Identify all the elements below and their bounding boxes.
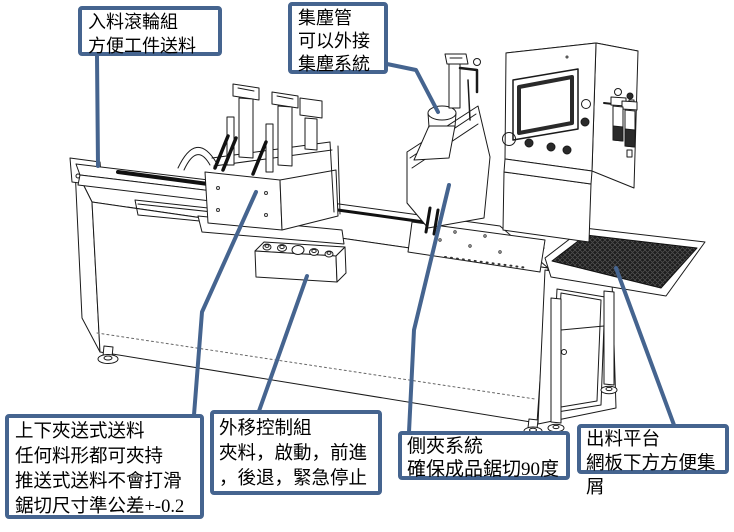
dust-pipe-art [444,53,481,121]
callout-outfeed-platform: 出料平台 網板下方方便集屑 [577,424,729,498]
dust-funnel [413,105,457,161]
callout-clamp-feed: 上下夾送式送料 任何料形都可夾持 推送式送料不會打滑 鋸切尺寸準公差+-0.2 [5,414,204,519]
callout-text-line: 集塵管 [298,8,352,28]
callout-text-line: 確保成品鋸切90度 [407,459,560,480]
callout-text-line: 鋸切尺寸準公差+-0.2 [15,497,185,517]
callout-text-line: 側夾系統 [407,436,484,457]
callout-side-clamp: 側夾系統 確保成品鋸切90度 [398,431,570,480]
leader-outfeed [614,266,676,427]
callout-infeed-rollers: 入料滾輪組 方便工件送料 [78,6,222,56]
callout-dust-pipe: 集塵管 可以外接 集塵系統 [288,2,388,74]
callout-text-line: 任何料形都可夾持 [15,447,164,467]
leader-clamp [192,190,258,417]
hose-arc [177,146,217,171]
button-box [254,241,347,283]
leader-sideclamp [407,183,451,434]
callout-text-line: ，後退，緊急停止 [219,469,368,489]
leader-control [257,274,309,413]
leader-dust [385,62,440,114]
control-cabinet [502,42,639,243]
callout-text-line: 可以外接 [298,31,370,51]
callout-text-line: 外移控制組 [219,419,312,439]
saw-housing [406,53,491,236]
leader-infeed [95,54,100,168]
callout-text-line: 集塵系統 [298,54,370,74]
callout-text-line: 方便工件送料 [88,36,196,56]
callout-text-line: 上下夾送式送料 [15,422,145,442]
clamp-unit [197,83,345,245]
callout-text-line: 出料平台 [586,430,661,450]
callout-text-line: 入料滾輪組 [88,12,178,32]
air-regulator [603,88,638,148]
leader-lines [95,54,676,434]
callout-control-group: 外移控制組 夾料，啟動，前進 ，後退，緊急停止 [210,410,382,495]
callout-text-line: 推送式送料不會打滑 [15,472,182,492]
callout-text-line: 夾料，啟動，前進 [219,444,368,464]
outfeed-platform-art [544,227,706,433]
callout-text-line: 網板下方方便集屑 [586,454,716,498]
